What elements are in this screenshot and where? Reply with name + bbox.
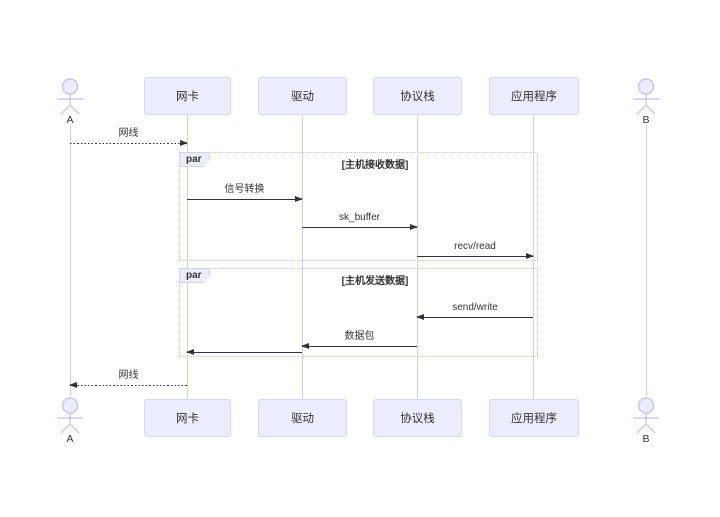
actor-a-label: A bbox=[66, 433, 74, 445]
message-label: 数据包 bbox=[344, 331, 375, 342]
lifeline-driver bbox=[301, 115, 303, 399]
arrowhead bbox=[526, 252, 534, 259]
person-icon bbox=[57, 397, 83, 434]
message-label: recv/read bbox=[454, 241, 496, 252]
participant-label: 协议栈 bbox=[400, 413, 435, 425]
actor-a-bottom: A bbox=[53, 397, 87, 445]
participant-label: 协议栈 bbox=[400, 91, 435, 103]
participant-protocol-stack-top: 协议栈 bbox=[373, 77, 462, 115]
arrowhead bbox=[301, 342, 309, 349]
arrowhead bbox=[410, 223, 418, 230]
actor-b-label: B bbox=[642, 114, 650, 126]
participant-nic-bottom: 网卡 bbox=[144, 399, 231, 437]
message-line bbox=[70, 143, 187, 145]
message-line bbox=[302, 346, 417, 348]
lifeline-nic bbox=[186, 115, 188, 399]
participant-driver-top: 驱动 bbox=[258, 77, 347, 115]
participant-label: 驱动 bbox=[291, 413, 314, 425]
par-keyword-badge: par bbox=[179, 152, 210, 167]
person-icon bbox=[57, 78, 83, 115]
arrowhead bbox=[416, 313, 424, 320]
person-icon bbox=[633, 78, 659, 115]
actor-b-top: B bbox=[629, 78, 663, 126]
participant-label: 应用程序 bbox=[511, 91, 557, 103]
par-title: [主机接收数据] bbox=[341, 160, 409, 171]
participant-label: 网卡 bbox=[176, 91, 199, 103]
par-keyword-badge: par bbox=[179, 268, 210, 283]
par-title: [主机发送数据] bbox=[341, 276, 409, 287]
par-block-send: par [主机发送数据] bbox=[179, 268, 538, 357]
lifeline-actor-b bbox=[645, 124, 647, 396]
message-label: send/write bbox=[452, 302, 498, 313]
actor-a-top: A bbox=[53, 78, 87, 126]
participant-label: 网卡 bbox=[176, 413, 199, 425]
message-line bbox=[187, 199, 302, 201]
lifeline-actor-a bbox=[69, 124, 71, 396]
message-line bbox=[302, 227, 417, 229]
arrowhead bbox=[69, 381, 77, 388]
message-label: 信号转换 bbox=[224, 184, 265, 195]
message-line bbox=[187, 352, 302, 354]
actor-a-label: A bbox=[66, 114, 74, 126]
participant-label: 应用程序 bbox=[511, 413, 557, 425]
participant-label: 驱动 bbox=[291, 91, 314, 103]
person-icon bbox=[633, 397, 659, 434]
arrowhead bbox=[295, 195, 303, 202]
message-line bbox=[70, 385, 187, 387]
message-label: 网线 bbox=[118, 128, 139, 139]
participant-driver-bottom: 驱动 bbox=[258, 399, 347, 437]
message-line bbox=[417, 317, 533, 319]
par-block-receive: par [主机接收数据] bbox=[179, 152, 538, 261]
message-line bbox=[417, 256, 533, 258]
participant-app-top: 应用程序 bbox=[489, 77, 579, 115]
message-label: 网线 bbox=[118, 370, 139, 381]
participant-nic-top: 网卡 bbox=[144, 77, 231, 115]
actor-b-bottom: B bbox=[629, 397, 663, 445]
participant-app-bottom: 应用程序 bbox=[489, 399, 579, 437]
participant-protocol-stack-bottom: 协议栈 bbox=[373, 399, 462, 437]
actor-b-label: B bbox=[642, 433, 650, 445]
message-label: sk_buffer bbox=[339, 212, 380, 223]
arrowhead bbox=[186, 348, 194, 355]
arrowhead bbox=[180, 139, 188, 146]
